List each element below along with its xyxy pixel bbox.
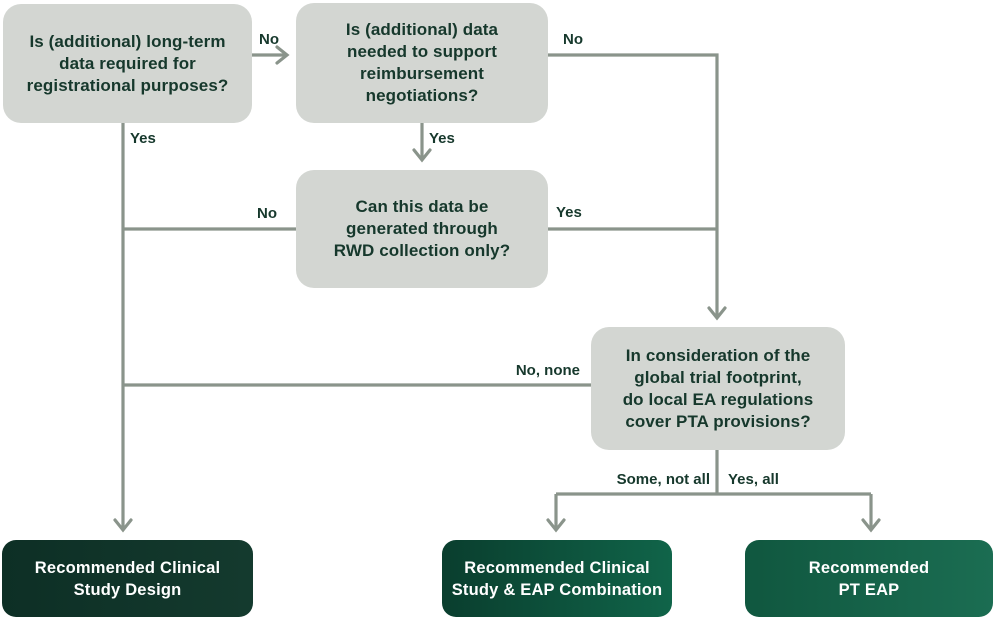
question-rwd-collection-text: Can this data be generated through RWD c… [333,197,511,260]
outcome-study-eap-combination: Recommended Clinical Study & EAP Combina… [442,540,672,617]
edge-label-q4-yes-all: Yes, all [728,471,779,488]
edge-label-q3-no: No [257,205,277,222]
outcome-clinical-study-design: Recommended Clinical Study Design [2,540,253,617]
question-rwd-collection: Can this data be generated through RWD c… [296,170,548,288]
question-ea-regulations: In consideration of the global trial foo… [591,327,845,450]
edge-q2-no-to-q4 [548,53,727,321]
edge-label-q4-no-none: No, none [515,362,580,379]
edge-label-q2-no: No [563,31,583,48]
edge-label-q4-some-not-all: Some, not all [616,471,710,488]
outcome-study-eap-combination-text: Recommended Clinical Study & EAP Combina… [451,558,663,599]
outcome-clinical-study-design-text: Recommended Clinical Study Design [34,558,221,599]
question-long-term-data: Is (additional) long-term data required … [3,4,252,123]
outcome-pt-eap-text: Recommended PT EAP [808,558,930,599]
question-long-term-data-text: Is (additional) long-term data required … [26,31,229,95]
edge-q4-bottom-branch [556,450,871,496]
outcome-pt-eap: Recommended PT EAP [745,540,993,617]
question-reimbursement-data: Is (additional) data needed to support r… [296,3,548,123]
question-reimbursement-data-text: Is (additional) data needed to support r… [345,20,499,105]
question-ea-regulations-text: In consideration of the global trial foo… [622,345,814,431]
edge-label-q1-yes: Yes [130,130,156,147]
edge-label-q3-yes: Yes [556,204,582,221]
edge-label-q2-yes: Yes [429,130,455,147]
edge-label-q1-no: No [259,31,279,48]
